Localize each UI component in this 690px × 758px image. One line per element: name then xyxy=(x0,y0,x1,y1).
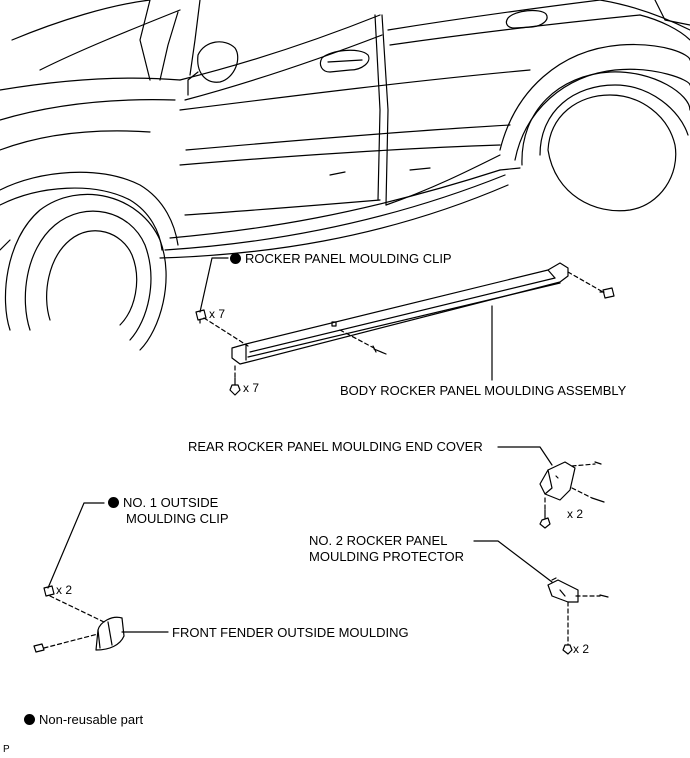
legend-text: Non-reusable part xyxy=(39,712,144,727)
body-rocker-panel-moulding xyxy=(231,262,569,365)
vehicle-body-outline xyxy=(0,0,690,351)
body-rocker-label: BODY ROCKER PANEL MOULDING ASSEMBLY xyxy=(340,383,627,398)
moulding-protector xyxy=(547,577,609,655)
protector-line1: NO. 2 ROCKER PANEL xyxy=(309,533,448,548)
rear-end-cover-label: REAR ROCKER PANEL MOULDING END COVER xyxy=(188,439,483,454)
outside-clip-label: NO. 1 OUTSIDE MOULDING CLIP xyxy=(108,495,229,527)
protector-qty: x 2 xyxy=(573,642,590,656)
rocker-clip-label: ROCKER PANEL MOULDING CLIP xyxy=(230,251,452,267)
non-reusable-dot-icon xyxy=(108,497,119,508)
protector-label: NO. 2 ROCKER PANEL MOULDING PROTECTOR xyxy=(309,533,464,565)
rocker-clip-text: ROCKER PANEL MOULDING CLIP xyxy=(245,251,452,266)
end-cover-qty: x 2 xyxy=(567,507,584,521)
footer-code: P xyxy=(3,744,10,755)
dashed-assembly-lines xyxy=(43,271,604,649)
leader-lines xyxy=(47,257,553,633)
non-reusable-dot-icon xyxy=(24,714,35,725)
rocker-clip-upper xyxy=(195,309,207,324)
protector-line2: MOULDING PROTECTOR xyxy=(309,549,465,564)
legend: Non-reusable part xyxy=(24,712,143,728)
rear-end-cover xyxy=(539,461,605,529)
front-fender-moulding xyxy=(33,585,125,653)
rocker-screw-lower xyxy=(229,377,241,396)
outside-clip-line2: MOULDING CLIP xyxy=(126,511,229,526)
outside-clip-qty: x 2 xyxy=(56,583,73,597)
rocker-center-screw xyxy=(372,345,387,355)
fender-moulding-label: FRONT FENDER OUTSIDE MOULDING xyxy=(172,625,409,640)
screw-lower-qty: x 7 xyxy=(243,381,260,395)
rocker-rear-clip xyxy=(599,287,615,299)
clip-upper-qty: x 7 xyxy=(209,307,226,321)
non-reusable-dot-icon xyxy=(230,253,241,264)
outside-clip-line1: NO. 1 OUTSIDE xyxy=(123,495,219,510)
